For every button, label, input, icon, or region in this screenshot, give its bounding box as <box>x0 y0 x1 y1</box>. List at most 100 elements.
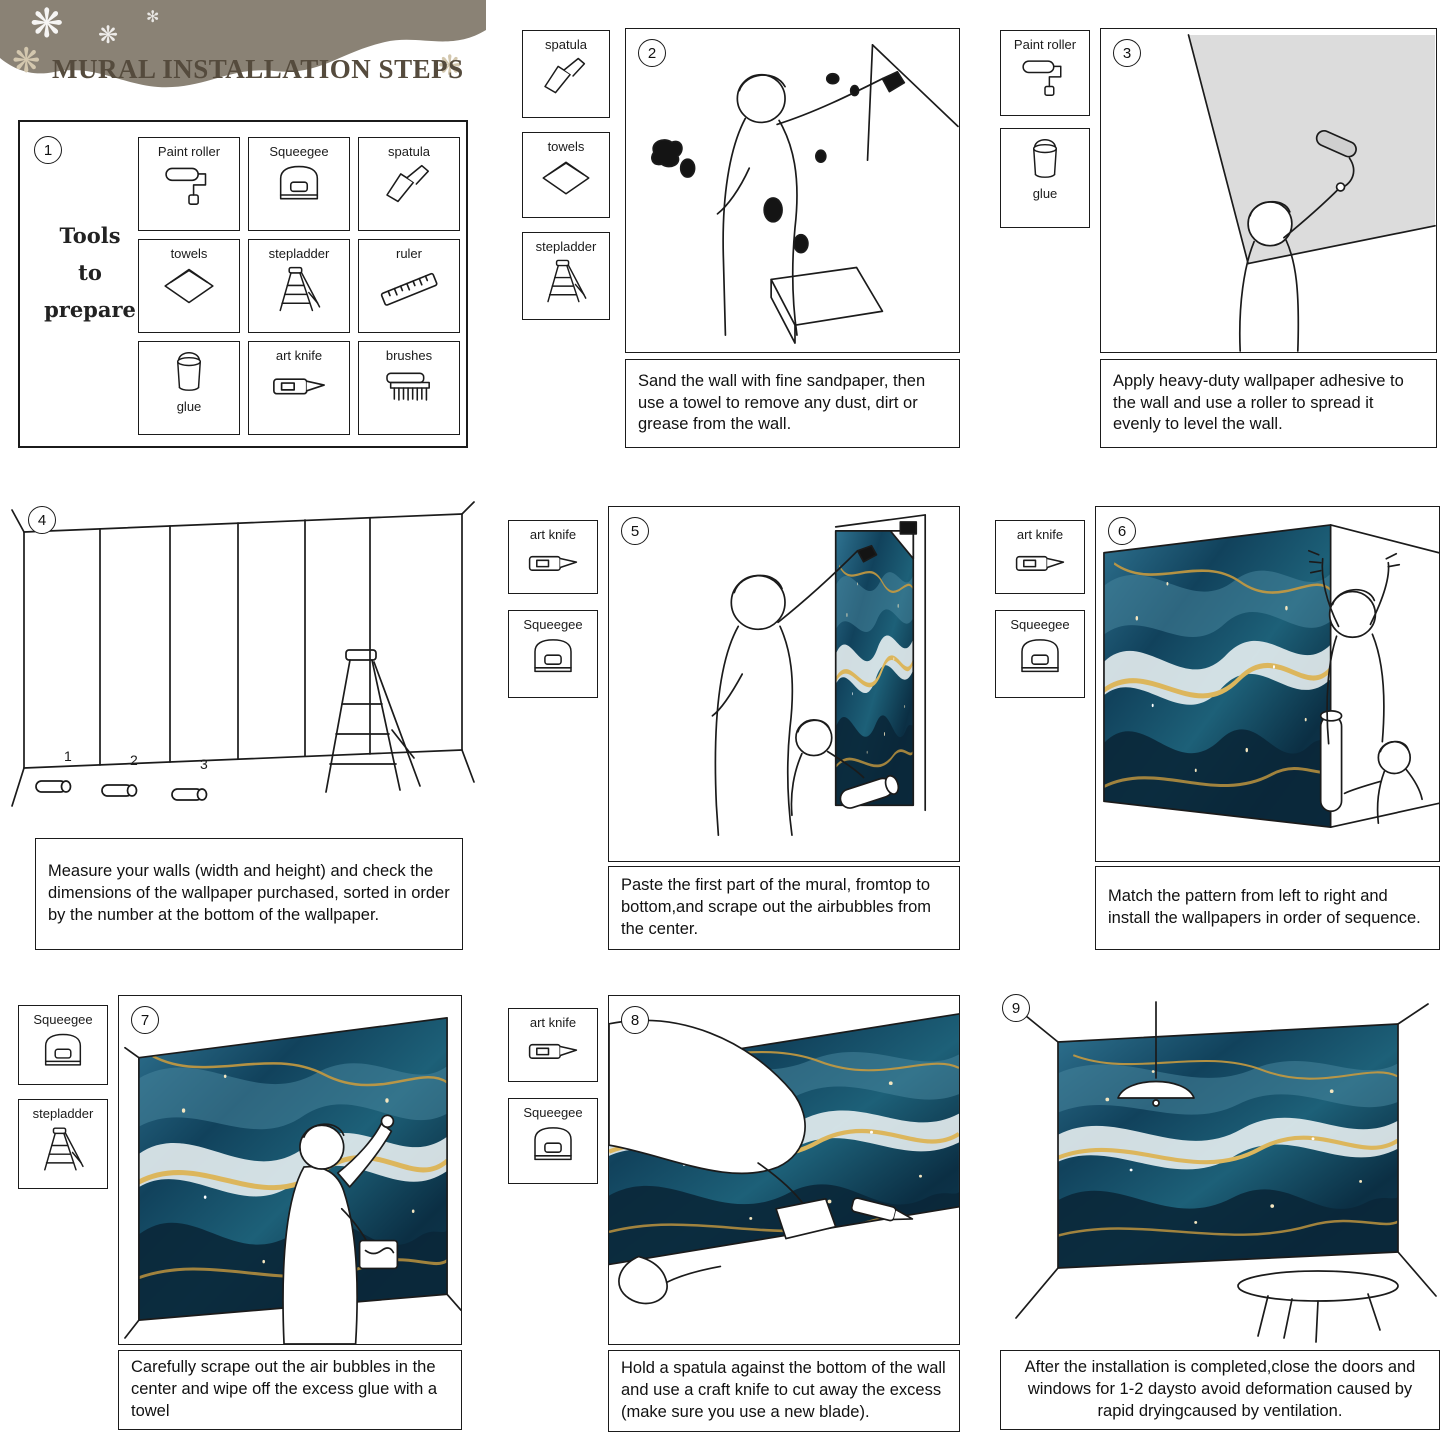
glue-icon <box>176 351 202 391</box>
step6-caption: Match the pattern from left to right and… <box>1108 887 1421 927</box>
step8-caption-box: Hold a spatula against the bottom of the… <box>608 1350 960 1432</box>
tool-label: stepladder <box>268 246 330 261</box>
step-number-8: 8 <box>621 1006 649 1034</box>
tool-box-squeegee: Squeegee <box>18 1005 108 1085</box>
squeegee-icon <box>44 1033 82 1066</box>
tool-box-paint-roller: Paint roller <box>138 137 240 231</box>
step6-tools: art knife Squeegee <box>995 520 1085 698</box>
tool-label: towels <box>170 246 208 261</box>
tool-box-spatula: spatula <box>522 30 610 118</box>
step9-drawing <box>1000 1000 1440 1345</box>
tool-box-art-knife: art knife <box>508 520 598 594</box>
step3-caption: Apply heavy-duty wallpaper adhesive to t… <box>1113 371 1404 434</box>
step5-tools: art knife Squeegee <box>508 520 598 698</box>
step7-drawing: 7 <box>118 995 462 1345</box>
tool-label: art knife <box>529 1015 577 1030</box>
tool-label: glue <box>176 399 202 414</box>
step-number-6: 6 <box>1108 517 1136 545</box>
step4-drawing: 1 2 3 <box>8 500 478 830</box>
stepladder-icon <box>44 1127 84 1171</box>
tool-box-art-knife: art knife <box>995 520 1085 594</box>
step9-illustration <box>1015 1001 1437 1343</box>
tool-box-towels: towels <box>522 132 610 218</box>
step5-drawing: 5 <box>608 506 960 862</box>
tools-grid: Paint roller Squeegee spatula towels ste… <box>138 137 460 435</box>
tool-box-glue: glue <box>1000 128 1090 228</box>
header: ❋ ❋ ✻ ❋ ❋ MURAL INSTALLATION STEPS <box>0 0 486 112</box>
tools-intro-line: to <box>78 259 102 285</box>
step4-illustration <box>11 501 475 807</box>
step4-caption: Measure your walls (width and height) an… <box>48 862 450 924</box>
step8-illustration <box>609 1013 959 1305</box>
step2-tools: spatula towels stepladder <box>522 30 610 320</box>
tool-label: glue <box>1032 186 1058 201</box>
step3-drawing: 3 <box>1100 28 1437 353</box>
tool-box-brushes: brushes <box>358 341 460 435</box>
step8-caption: Hold a spatula against the bottom of the… <box>621 1359 946 1421</box>
tool-box-stepladder: stepladder <box>18 1099 108 1189</box>
tool-box-paint-roller: Paint roller <box>1000 30 1090 116</box>
step2-drawing: 2 <box>625 28 960 353</box>
tool-label: ruler <box>395 246 422 261</box>
step9-caption: After the installation is completed,clos… <box>1024 1358 1416 1420</box>
tool-label: brushes <box>385 348 433 363</box>
paint-roller-icon <box>165 167 207 205</box>
tool-label: art knife <box>275 348 323 363</box>
roll-number-3: 3 <box>200 756 208 772</box>
glue-icon <box>1032 138 1058 178</box>
towels-icon <box>164 268 214 304</box>
tool-label: Squeegee <box>523 1105 583 1120</box>
tool-box-squeegee: Squeegee <box>508 1098 598 1184</box>
step7-caption-box: Carefully scrape out the air bubbles in … <box>118 1350 462 1430</box>
roll-number-1: 1 <box>64 748 72 764</box>
tools-intro-line: prepare <box>44 296 136 322</box>
step2-caption-box: Sand the wall with fine sandpaper, then … <box>625 359 960 448</box>
tool-box-towels: towels <box>138 239 240 333</box>
tool-label: Paint roller <box>157 144 221 159</box>
step-number-4: 4 <box>28 506 56 534</box>
tool-box-spatula: spatula <box>358 137 460 231</box>
art-knife-icon <box>528 1043 578 1059</box>
tool-label: stepladder <box>535 239 597 254</box>
art-knife-icon <box>1015 555 1065 571</box>
tool-label: Squeegee <box>269 144 329 159</box>
tool-label: towels <box>547 139 585 154</box>
flower-doodle-icon: ❋ <box>30 2 64 46</box>
step-number-3: 3 <box>1113 39 1141 67</box>
tool-box-stepladder: stepladder <box>248 239 350 333</box>
step7-illustration <box>124 1017 461 1344</box>
header-wave <box>0 0 486 88</box>
roll-number-2: 2 <box>130 752 138 768</box>
tool-box-squeegee: Squeegee <box>248 137 350 231</box>
step6-drawing: 6 <box>1095 506 1440 862</box>
tool-box-stepladder: stepladder <box>522 232 610 320</box>
paint-roller-icon <box>1022 60 1062 96</box>
step-number-2: 2 <box>638 39 666 67</box>
stepladder-icon <box>279 266 321 312</box>
tool-label: Squeegee <box>523 617 583 632</box>
tool-box-squeegee: Squeegee <box>995 610 1085 698</box>
step2-caption: Sand the wall with fine sandpaper, then … <box>638 371 926 434</box>
tool-label: Paint roller <box>1013 37 1077 52</box>
tool-box-art-knife: art knife <box>508 1008 598 1082</box>
art-knife-icon <box>273 378 325 395</box>
tool-box-squeegee: Squeegee <box>508 610 598 698</box>
brushes-icon <box>386 372 430 401</box>
step3-illustration <box>1187 34 1436 352</box>
step3-tools: Paint roller glue <box>1000 30 1090 228</box>
flower-doodle-icon: ❋ <box>12 42 41 80</box>
spatula-icon <box>544 57 586 94</box>
tool-label: stepladder <box>32 1106 94 1121</box>
step3-caption-box: Apply heavy-duty wallpaper adhesive to t… <box>1100 359 1437 448</box>
step7-tools: Squeegee stepladder <box>18 1005 108 1189</box>
spatula-icon <box>386 164 430 203</box>
towels-icon <box>542 161 590 195</box>
step7-caption: Carefully scrape out the air bubbles in … <box>131 1358 438 1420</box>
tool-label: spatula <box>388 144 430 159</box>
flower-doodle-icon: ❋ <box>438 50 462 81</box>
step5-illustration <box>711 514 927 836</box>
tools-intro-line: Tools <box>59 223 121 248</box>
step6-caption-box: Match the pattern from left to right and… <box>1095 866 1440 950</box>
tool-box-art-knife: art knife <box>248 341 350 435</box>
